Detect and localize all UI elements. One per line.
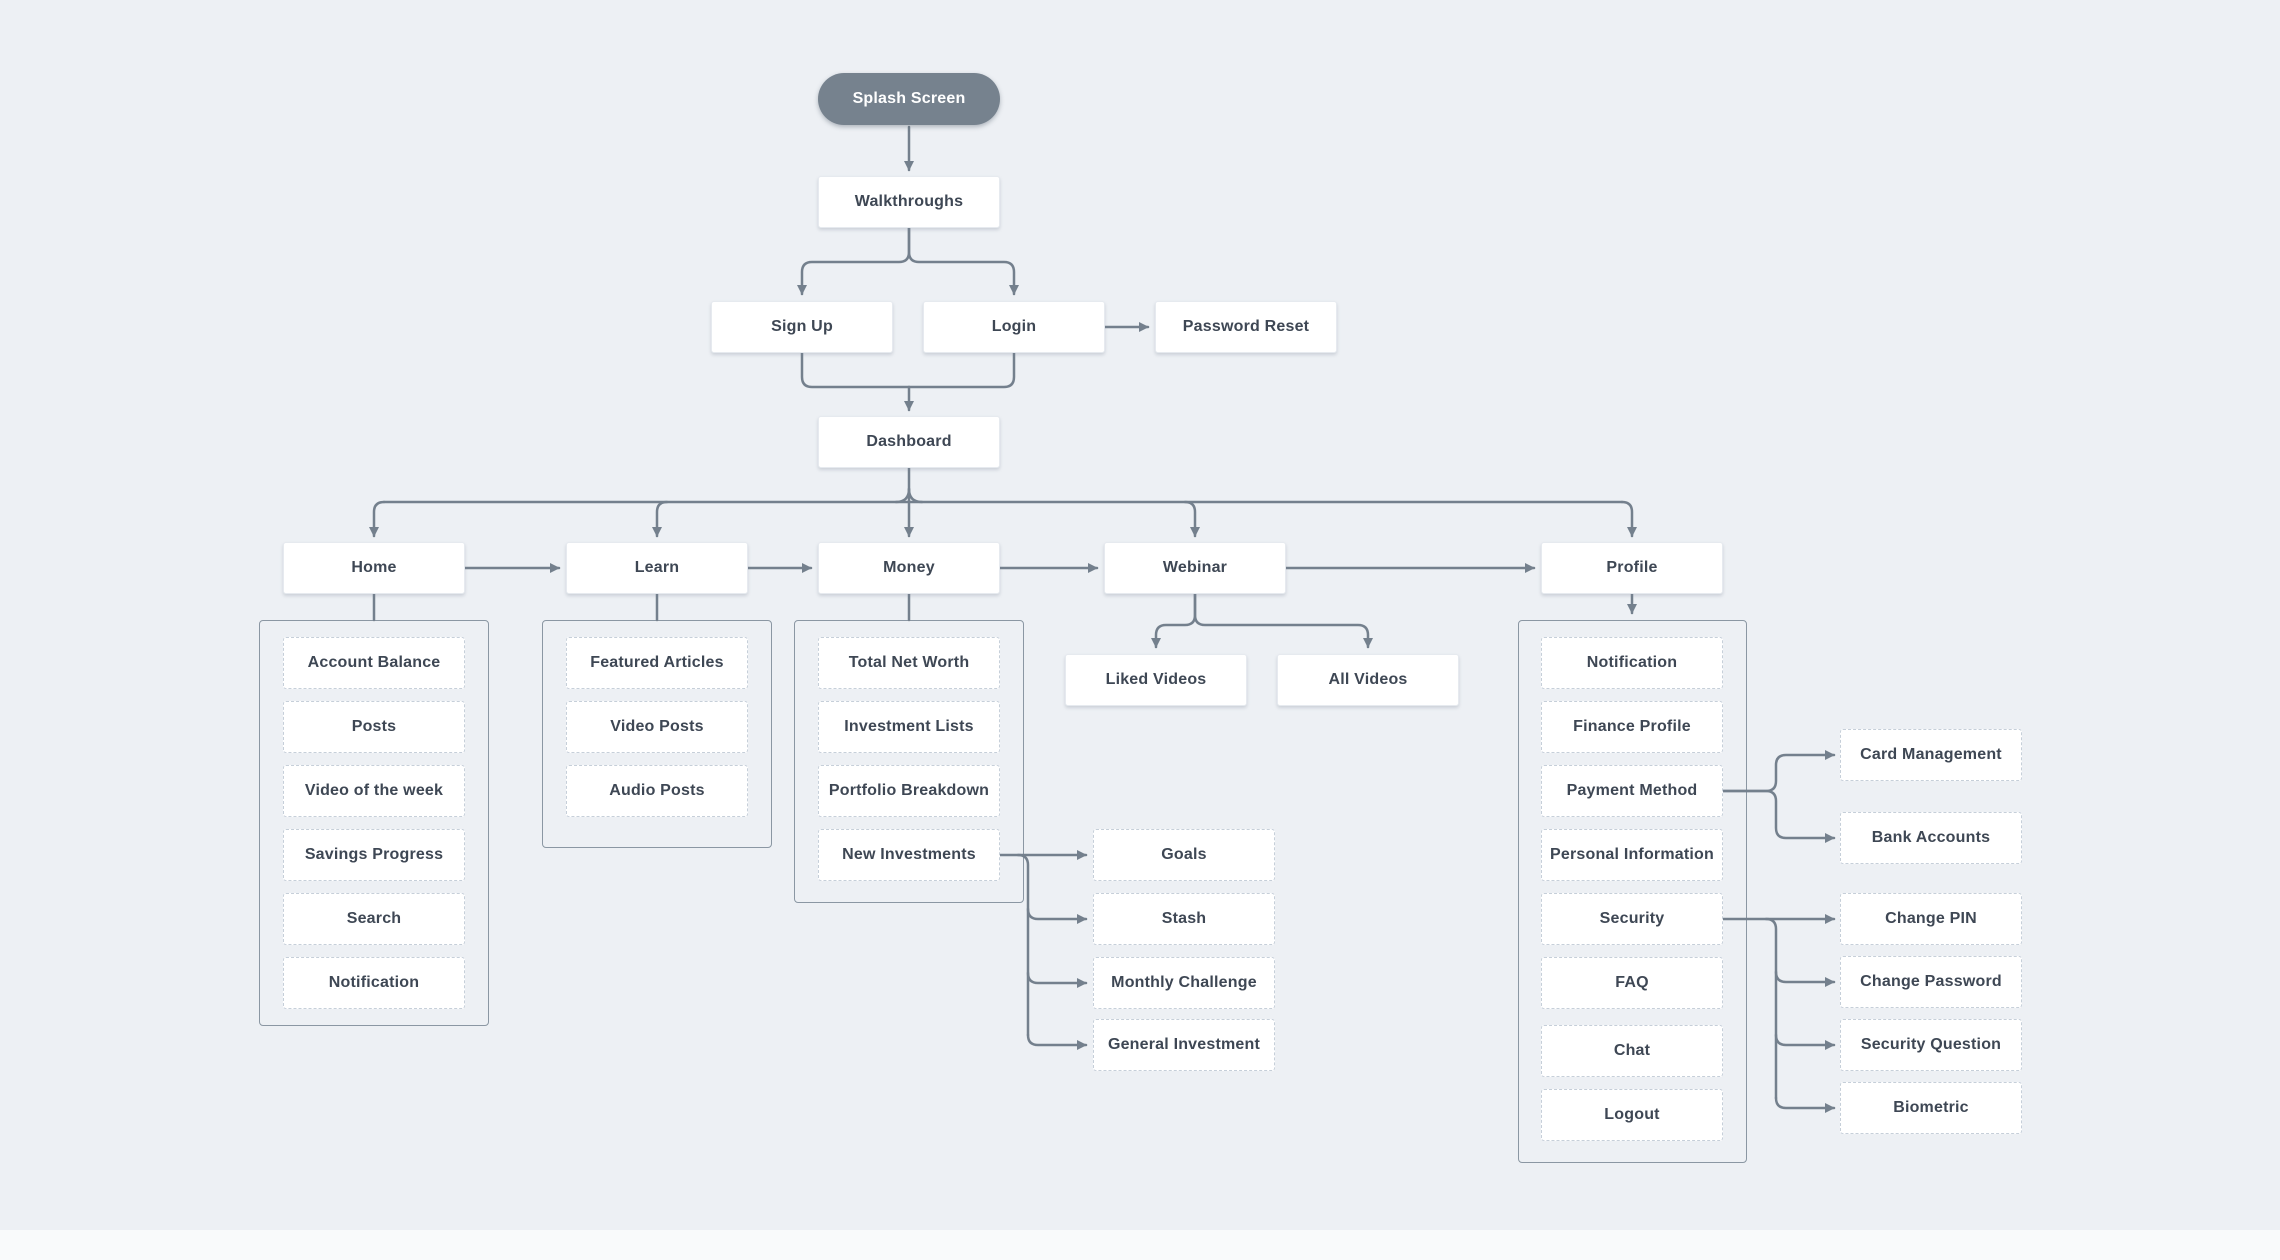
node-video-posts[interactable]: Video Posts [566,701,748,753]
connector-group-drops [372,592,1637,622]
node-label: Investment Lists [844,718,974,735]
node-label: Sign Up [771,318,833,335]
node-label: Bank Accounts [1871,829,1991,846]
node-bank-accounts[interactable]: Bank Accounts [1840,812,2022,864]
node-home[interactable]: Home [283,542,465,594]
node-label: Webinar [1162,559,1228,576]
node-personal-information[interactable]: Personal Information [1541,829,1723,881]
node-money[interactable]: Money [818,542,1000,594]
node-label: Learn [634,559,680,576]
node-account-balance[interactable]: Account Balance [283,637,465,689]
profile-group-container[interactable] [1518,620,1747,1163]
node-label: Logout [1604,1106,1660,1123]
node-label: Card Management [1860,746,2002,763]
node-goals[interactable]: Goals [1093,829,1275,881]
node-label: Portfolio Breakdown [828,782,990,799]
node-logout[interactable]: Logout [1541,1089,1723,1141]
node-monthly-challenge[interactable]: Monthly Challenge [1093,957,1275,1009]
node-label: Stash [1161,910,1207,927]
connector-webinar-fork [1151,592,1373,649]
node-label: Liked Videos [1105,671,1207,688]
node-label: Change Password [1860,973,2002,990]
node-sign-up[interactable]: Sign Up [711,301,893,353]
node-label: New Investments [842,846,976,863]
node-label: Personal Information [1549,846,1715,863]
node-label: Notification [328,974,420,991]
node-password-reset[interactable]: Password Reset [1155,301,1337,353]
node-label: Savings Progress [304,846,444,863]
node-profile[interactable]: Profile [1541,542,1723,594]
node-splash-screen[interactable]: Splash Screen [818,73,1000,125]
node-label: FAQ [1615,974,1649,991]
node-label: Goals [1161,846,1207,863]
node-label: General Investment [1107,1036,1261,1053]
node-label: Walkthroughs [854,193,964,210]
node-featured-articles[interactable]: Featured Articles [566,637,748,689]
node-liked-videos[interactable]: Liked Videos [1065,654,1247,706]
node-chat[interactable]: Chat [1541,1025,1723,1077]
node-label: Dashboard [866,433,952,450]
node-stash[interactable]: Stash [1093,893,1275,945]
node-label: Payment Method [1566,782,1698,799]
node-label: All Videos [1328,671,1408,688]
node-label: Login [991,318,1037,335]
node-card-management[interactable]: Card Management [1840,729,2022,781]
node-label: Featured Articles [590,654,724,671]
node-portfolio-breakdown[interactable]: Portfolio Breakdown [818,765,1000,817]
node-posts[interactable]: Posts [283,701,465,753]
node-login[interactable]: Login [923,301,1105,353]
node-video-of-the-week[interactable]: Video of the week [283,765,465,817]
node-savings-progress[interactable]: Savings Progress [283,829,465,881]
node-faq[interactable]: FAQ [1541,957,1723,1009]
node-label: Posts [351,718,397,735]
node-webinar[interactable]: Webinar [1104,542,1286,594]
node-label: Chat [1613,1042,1651,1059]
node-change-pin[interactable]: Change PIN [1840,893,2022,945]
node-change-password[interactable]: Change Password [1840,956,2022,1008]
node-label: Total Net Worth [848,654,970,671]
node-label: Video Posts [610,718,704,735]
node-label: Money [883,559,935,576]
node-label: Splash Screen [852,90,966,107]
node-label: Video of the week [304,782,444,799]
node-label: Notification [1586,654,1678,671]
node-label: Account Balance [307,654,441,671]
node-label: Password Reset [1182,318,1310,335]
node-dashboard[interactable]: Dashboard [818,416,1000,468]
node-notification-profile[interactable]: Notification [1541,637,1723,689]
node-general-investment[interactable]: General Investment [1093,1019,1275,1071]
node-total-net-worth[interactable]: Total Net Worth [818,637,1000,689]
node-new-investments[interactable]: New Investments [818,829,1000,881]
connector-walkthroughs-fork [797,226,1019,296]
node-label: Change PIN [1885,910,1977,927]
node-finance-profile[interactable]: Finance Profile [1541,701,1723,753]
connector-security-fan [1721,914,1836,1113]
connector-merge-dashboard [800,351,1016,412]
connector-payment-method-fan [1721,750,1836,843]
node-notification-home[interactable]: Notification [283,957,465,1009]
bottom-edge-strip [0,1230,2280,1260]
node-label: Monthly Challenge [1111,974,1257,991]
node-audio-posts[interactable]: Audio Posts [566,765,748,817]
node-walkthroughs[interactable]: Walkthroughs [818,176,1000,228]
node-label: Security Question [1860,1036,2002,1053]
node-label: Home [351,559,397,576]
node-payment-method[interactable]: Payment Method [1541,765,1723,817]
node-security-question[interactable]: Security Question [1840,1019,2022,1071]
node-label: Biometric [1893,1099,1969,1116]
node-biometric[interactable]: Biometric [1840,1082,2022,1134]
node-investment-lists[interactable]: Investment Lists [818,701,1000,753]
node-all-videos[interactable]: All Videos [1277,654,1459,706]
node-search[interactable]: Search [283,893,465,945]
node-label: Profile [1606,559,1658,576]
node-learn[interactable]: Learn [566,542,748,594]
node-label: Audio Posts [609,782,705,799]
node-label: Finance Profile [1573,718,1691,735]
connector-dashboard-distribution [369,465,1637,538]
node-label: Security [1599,910,1665,927]
node-label: Search [346,910,402,927]
connector-new-investments-fan [998,850,1088,1050]
node-security[interactable]: Security [1541,893,1723,945]
